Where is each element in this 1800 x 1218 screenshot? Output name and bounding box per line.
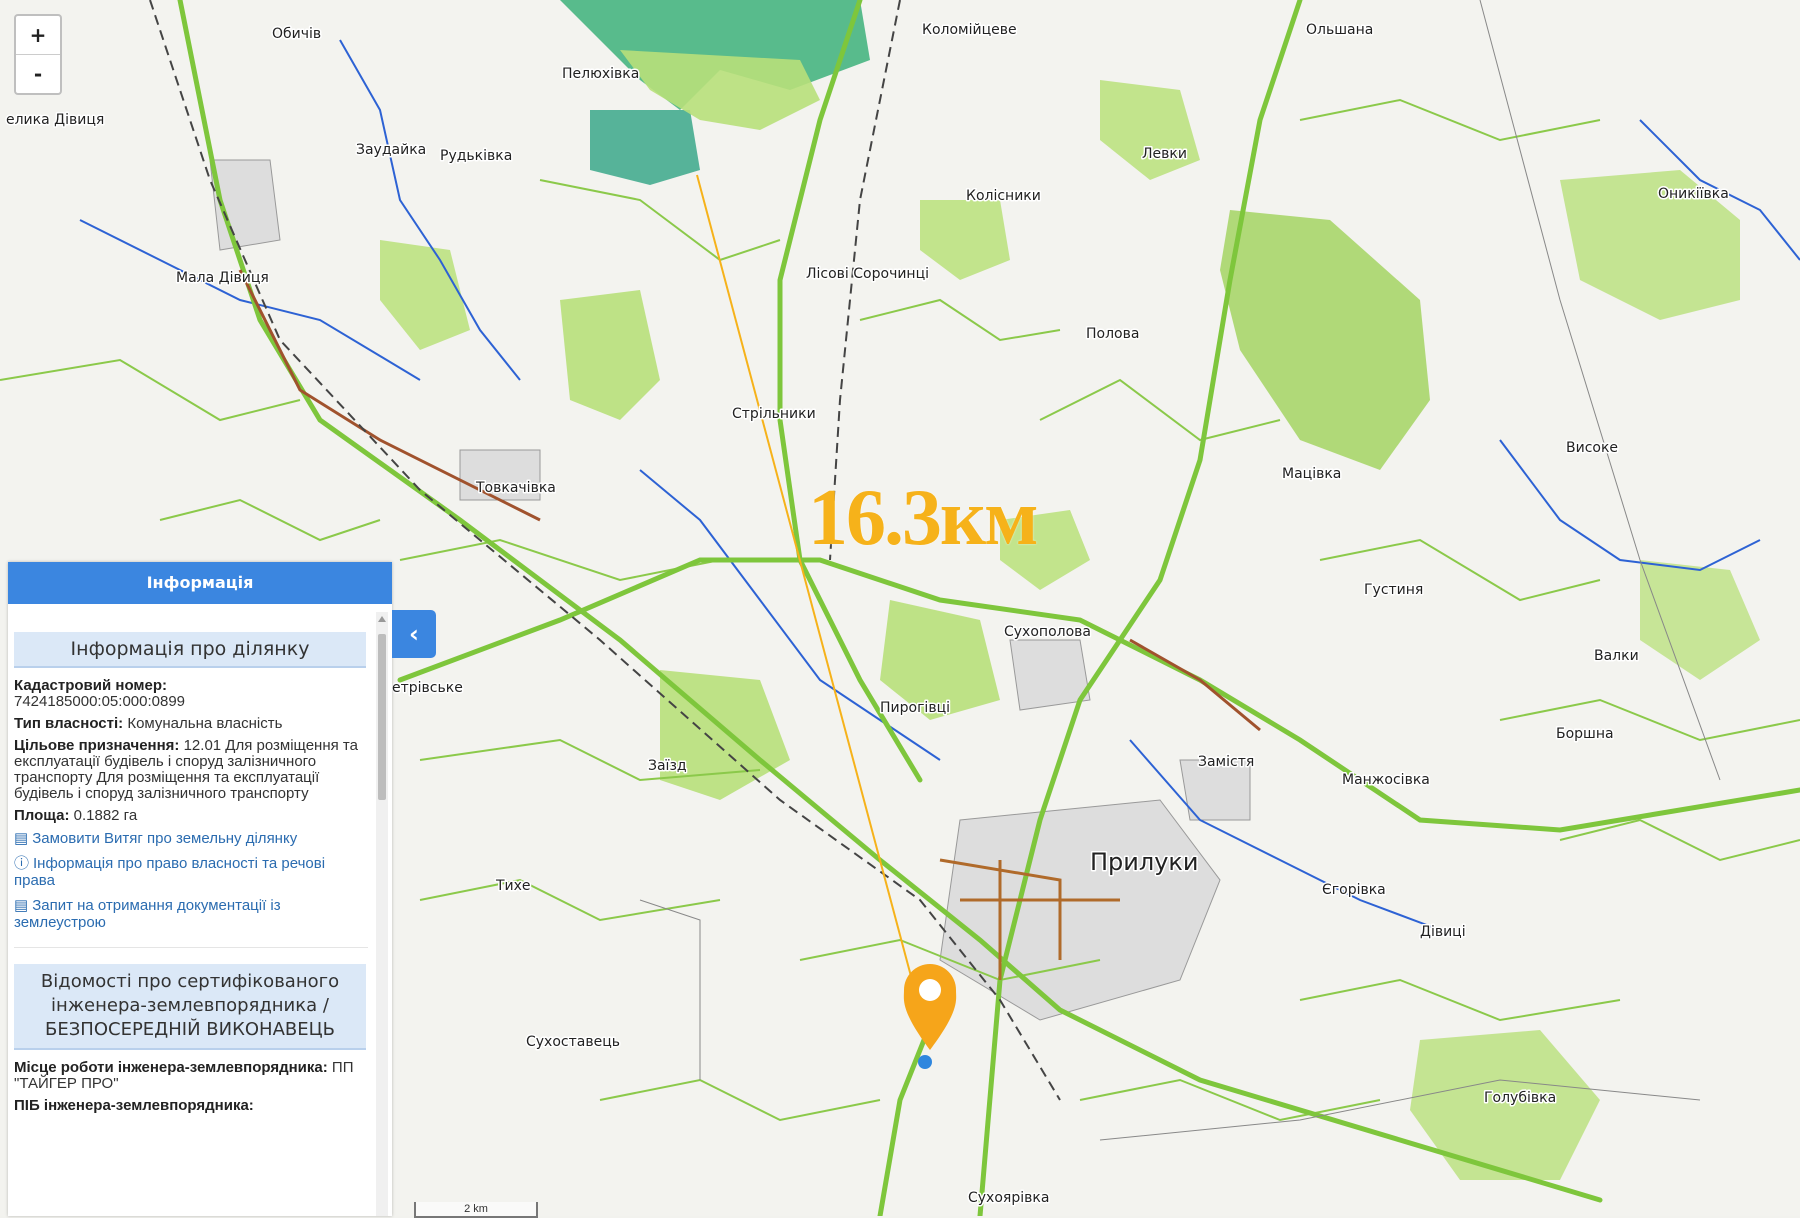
purpose-row: Цільове призначення: 12.01 Для розміщенн… (14, 738, 368, 802)
place-label: Манжосівка (1342, 772, 1430, 788)
workplace-value: ПП "ТАЙГЕР ПРО" (14, 1059, 354, 1092)
documentation-request-text: Запит на отримання документації із земле… (14, 897, 281, 931)
place-label: етрівське (392, 680, 463, 696)
place-label: Лісові Сорочинці (806, 266, 929, 282)
place-label: Рудьківка (440, 148, 512, 164)
place-label: Мала Дівиця (176, 270, 269, 286)
place-label: Товкачівка (475, 480, 556, 496)
parcel-boundaries (0, 98, 1800, 1122)
highway (238, 269, 541, 522)
place-label: Оникіївка (1658, 186, 1729, 202)
location-marker[interactable] (903, 964, 957, 1069)
ownership-row: Тип власності: Комунальна власність (14, 716, 368, 732)
workplace-row: Місце роботи інженера-землевпорядника: П… (14, 1060, 368, 1092)
place-label: Замістя (1198, 754, 1254, 770)
place-label: Сухоставець (526, 1034, 620, 1050)
place-label: Єгорівка (1322, 882, 1386, 898)
area-row: Площа: 0.1882 га (14, 808, 368, 824)
place-label: Сухоярівка (968, 1190, 1049, 1206)
cadastral-label: Кадастровий номер: (14, 677, 168, 694)
highway-east (1129, 638, 1261, 732)
city-roads (939, 858, 1120, 980)
place-label: Ольшана (1306, 22, 1373, 38)
zoom-out-button[interactable]: - (16, 54, 60, 93)
order-extract-text: Замовити Витяг про земельну ділянку (32, 830, 298, 847)
place-label: Обичів (272, 26, 321, 42)
place-label: Тихе (495, 878, 531, 894)
place-label: Прилуки (1090, 848, 1199, 876)
chevron-left-icon: ‹ (409, 620, 419, 648)
panel-body[interactable]: Інформація про ділянку Кадастровий номер… (8, 604, 374, 1216)
divider (14, 947, 368, 948)
info-icon: ⓘ (14, 855, 30, 872)
engineer-info-title: Відомості про сертифікованого інженера-з… (14, 964, 366, 1050)
cadastral-value: 7424185000:05:000:0899 (14, 693, 186, 710)
place-label: Левки (1142, 146, 1187, 162)
ownership-label: Тип власності: (14, 715, 124, 732)
place-label: елика Дівиця (6, 112, 104, 128)
place-label: Дівиці (1420, 924, 1466, 940)
place-label: Полова (1086, 326, 1139, 342)
rivers (79, 39, 1800, 931)
place-label: Густиня (1364, 582, 1423, 598)
scroll-up-arrow[interactable] (378, 616, 386, 622)
list-icon: ▤ (14, 897, 29, 914)
area-value: 0.1882 га (73, 807, 138, 824)
cadastral-row: Кадастровий номер: 7424185000:05:000:089… (14, 678, 368, 710)
area-label: Площа: (14, 807, 70, 824)
purpose-label: Цільове призначення: (14, 737, 180, 754)
place-label: Боршна (1556, 726, 1614, 742)
place-label: Сухополова (1004, 624, 1091, 640)
panel-header: Інформація (8, 562, 392, 604)
collapse-panel-button[interactable]: ‹ (392, 610, 436, 658)
distance-line (696, 174, 921, 1011)
engineer-row: ПІБ інженера-землевпорядника: (14, 1098, 368, 1114)
order-extract-link[interactable]: ▤Замовити Витяг про земельну ділянку (14, 830, 368, 847)
list-icon: ▤ (14, 830, 29, 847)
place-label: Валки (1594, 648, 1639, 664)
zoom-in-button[interactable]: + (29, 23, 47, 47)
place-label: Голубівка (1484, 1090, 1556, 1106)
distance-label: 16.3км (808, 474, 1039, 562)
roads (177, 0, 1800, 1216)
parcel-info-title: Інформація про ділянку (14, 632, 366, 668)
place-label: Заудайка (356, 142, 426, 158)
place-label: Пелюхівка (562, 66, 639, 82)
place-label: Пирогівці (880, 700, 950, 716)
local-roads (639, 0, 1721, 1141)
place-label: Стрільники (732, 406, 816, 422)
ownership-info-text: Інформація про право власності та речові… (14, 855, 326, 889)
purpose-value: 12.01 Для розміщення та експлуатації буд… (14, 737, 358, 802)
place-label: Заїзд (648, 758, 687, 774)
forest-areas (380, 0, 1760, 1180)
zoom-control: + - (14, 14, 62, 95)
panel-scrollbar[interactable] (376, 612, 388, 1216)
railways (149, 0, 1061, 1101)
scroll-thumb[interactable] (378, 634, 386, 800)
workplace-label: Місце роботи інженера-землевпорядника: (14, 1059, 328, 1076)
documentation-request-link[interactable]: ▤Запит на отримання документації із земл… (14, 897, 368, 931)
place-label: Коломійцеве (922, 22, 1017, 38)
place-label: Мацівка (1282, 466, 1341, 482)
place-labels: Обичів Коломійцеве Ольшана Пелюхівка ели… (5, 21, 1731, 1208)
info-panel: Інформація Інформація про ділянку Кадаст… (8, 562, 392, 1216)
ownership-value: Комунальна власність (127, 715, 283, 732)
place-label: Колісники (966, 188, 1041, 204)
place-label: Високе (1566, 440, 1618, 456)
engineer-label: ПІБ інженера-землевпорядника: (14, 1097, 254, 1114)
